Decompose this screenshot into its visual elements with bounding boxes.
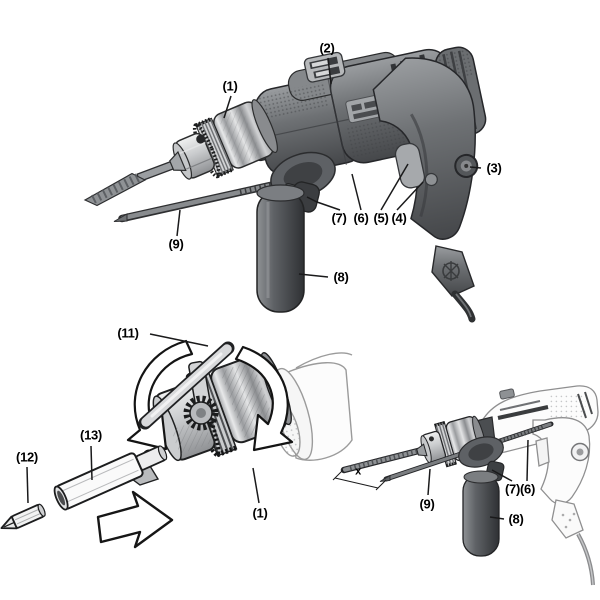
mode-selector-switch xyxy=(303,51,346,83)
leader-line-12 xyxy=(26,466,29,504)
callout-2-main: (2) xyxy=(319,40,335,56)
mini-top-rail xyxy=(497,405,549,420)
power-cord-highlight xyxy=(455,293,472,318)
auxiliary-handle-grip xyxy=(256,184,305,313)
callout-8-main: (8) xyxy=(333,269,349,285)
callout-13-detail: (13) xyxy=(80,427,102,443)
mini-rear-stripes xyxy=(577,391,593,419)
mini-auxiliary-handle-grip xyxy=(462,470,500,557)
body-seam xyxy=(260,116,359,139)
grip-texture-front xyxy=(256,81,331,122)
chuck-detail-view xyxy=(0,339,353,549)
cord-guard xyxy=(431,245,475,297)
leader-line-8 xyxy=(298,273,329,278)
keyed-chuck xyxy=(169,99,278,180)
depth-stop-detail-view xyxy=(332,385,599,586)
callout-11-detail: (11) xyxy=(117,325,139,341)
mini-drill-bit xyxy=(340,444,434,474)
chuck-key-hole xyxy=(196,134,206,144)
leader-line-6-mini xyxy=(526,439,529,482)
callout-12-detail: (12) xyxy=(16,449,38,465)
dimension-x-label: x xyxy=(355,465,361,478)
leader-line-9-mini xyxy=(427,468,431,496)
leader-line-1-detail xyxy=(252,467,260,504)
callout-3-main: (3) xyxy=(486,160,502,176)
leader-line-1 xyxy=(223,95,232,119)
screwdriver-bit xyxy=(0,503,46,530)
key-t-handle-rod xyxy=(138,341,235,430)
callout-1-detail: (1) xyxy=(252,505,268,521)
leader-line-5 xyxy=(380,163,409,211)
speed-dial xyxy=(454,153,479,178)
mini-trigger-outline xyxy=(535,437,550,467)
mini-top-seam xyxy=(499,400,541,411)
callout-6-main: (6) xyxy=(353,210,369,226)
mini-side-handle-clamp xyxy=(458,436,505,482)
leader-lines xyxy=(26,57,529,520)
callout-9-main: (9) xyxy=(168,236,184,252)
depth-dimension-lines xyxy=(332,469,387,491)
mini-cord-guard-outline xyxy=(551,499,584,539)
mini-mode-switch xyxy=(499,388,515,400)
drill-body xyxy=(247,46,487,240)
callout-1-main: (1) xyxy=(222,78,238,94)
leader-line-3 xyxy=(469,166,482,169)
insert-arrow-icon xyxy=(96,490,174,549)
mini-power-cord xyxy=(576,533,595,586)
callout-9-mini: (9) xyxy=(419,496,435,512)
callout-7-6-mini: (7)(6) xyxy=(505,481,535,497)
bit-holder-sleeve xyxy=(53,445,168,511)
leader-line-11 xyxy=(149,333,209,347)
callout-5-main: (5) xyxy=(373,210,389,226)
callout-4-main: (4) xyxy=(391,210,407,226)
chuck-jaws xyxy=(169,150,187,172)
leader-line-4 xyxy=(396,181,424,211)
leader-line-6 xyxy=(351,173,362,211)
drill-nose-outline xyxy=(272,352,353,461)
callout-8-mini: (8) xyxy=(508,511,524,527)
handle-shade xyxy=(409,113,429,217)
housing-seam xyxy=(327,76,347,165)
leader-line-7 xyxy=(306,196,341,211)
mini-speed-dial xyxy=(570,442,590,462)
leader-line-2 xyxy=(327,57,332,85)
key-pinion-gear xyxy=(183,395,219,431)
rotate-arrow-right-icon xyxy=(234,345,294,452)
leader-line-8-mini xyxy=(489,516,505,520)
lock-on-button xyxy=(424,172,438,187)
bit-flutes xyxy=(91,172,142,204)
leader-line-7-mini xyxy=(491,469,513,482)
leader-line-13 xyxy=(90,445,93,481)
mini-guard-dots xyxy=(561,512,576,529)
drill-bit xyxy=(83,158,180,207)
power-cord xyxy=(451,290,476,323)
callout-7-main: (7) xyxy=(331,210,347,226)
leader-line-9 xyxy=(176,209,181,237)
trigger-switch xyxy=(394,142,426,189)
main-drill-view xyxy=(83,46,487,323)
